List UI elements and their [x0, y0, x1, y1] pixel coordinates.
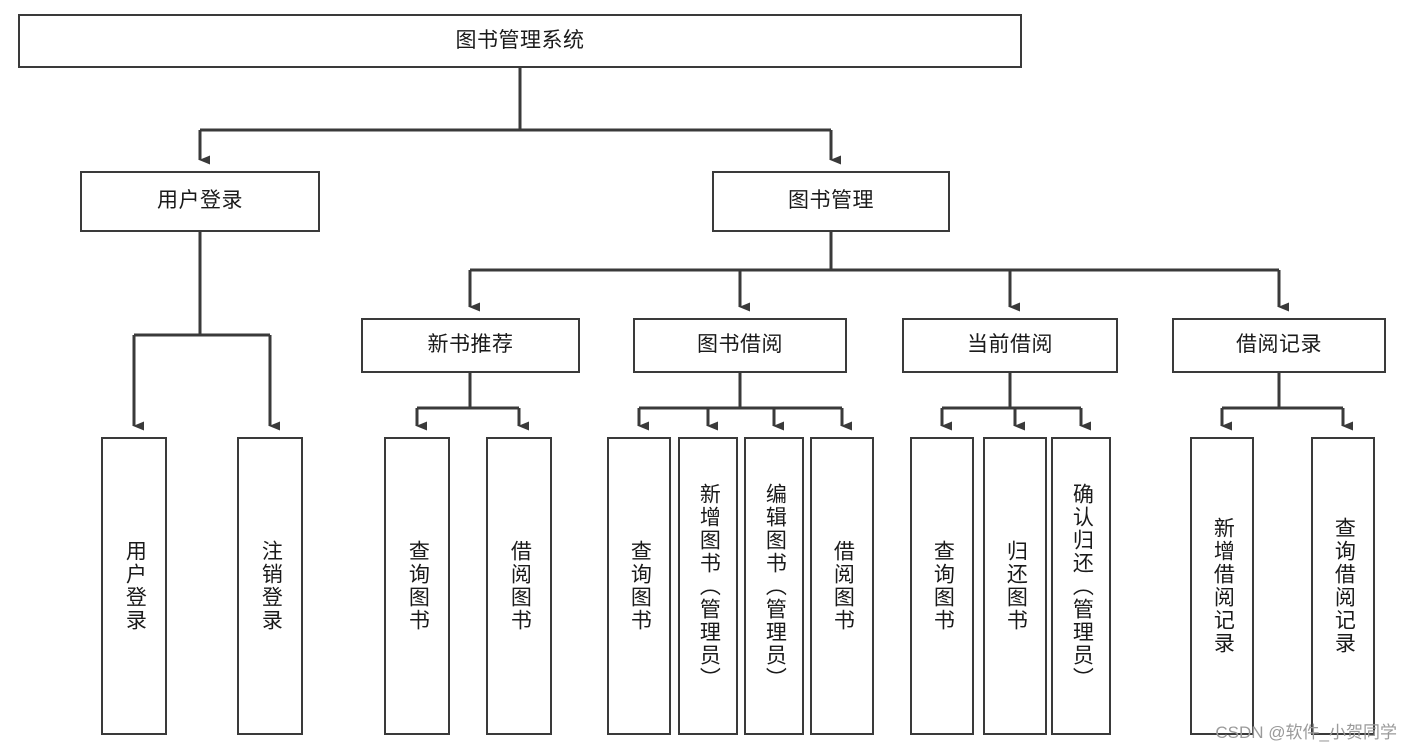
node-label: 当前借阅 [967, 333, 1053, 357]
leaf-node-0[interactable]: 用户登录 [101, 437, 167, 735]
node-label: 借阅图书 [831, 540, 855, 632]
leaf-node-6[interactable]: 编辑图书（管理员） [744, 437, 804, 735]
node-label: 查询图书 [628, 540, 652, 632]
node-label: 借阅记录 [1236, 333, 1322, 357]
node-label: 图书管理 [788, 189, 874, 213]
leaf-node-5[interactable]: 新增图书（管理员） [678, 437, 738, 735]
csdn-watermark: CSDN @软件_小贺同学 [1215, 723, 1397, 742]
leaf-node-7[interactable]: 借阅图书 [810, 437, 874, 735]
leaf-node-9[interactable]: 归还图书 [983, 437, 1047, 735]
level2-node-0[interactable]: 用户登录 [80, 171, 320, 232]
root-node-0[interactable]: 图书管理系统 [18, 14, 1022, 68]
level3-node-3[interactable]: 借阅记录 [1172, 318, 1386, 373]
leaf-node-2[interactable]: 查询图书 [384, 437, 450, 735]
leaf-node-11[interactable]: 新增借阅记录 [1190, 437, 1254, 735]
node-label: 新增图书（管理员） [697, 482, 721, 690]
leaf-node-10[interactable]: 确认归还（管理员） [1051, 437, 1111, 735]
node-label: 图书借阅 [697, 333, 783, 357]
node-label: 查询借阅记录 [1332, 517, 1356, 655]
node-label: 用户登录 [123, 540, 147, 632]
leaf-node-4[interactable]: 查询图书 [607, 437, 671, 735]
node-label: 查询图书 [931, 540, 955, 632]
node-label: 归还图书 [1004, 540, 1028, 632]
node-label: 查询图书 [406, 540, 430, 632]
node-label: 确认归还（管理员） [1070, 482, 1094, 690]
node-label: 注销登录 [259, 540, 283, 632]
node-label: 用户登录 [157, 189, 243, 213]
leaf-node-8[interactable]: 查询图书 [910, 437, 974, 735]
leaf-node-1[interactable]: 注销登录 [237, 437, 303, 735]
level3-node-2[interactable]: 当前借阅 [902, 318, 1118, 373]
node-label: 新书推荐 [427, 333, 514, 357]
level2-node-1[interactable]: 图书管理 [712, 171, 950, 232]
node-label: 借阅图书 [508, 540, 532, 632]
node-label: 新增借阅记录 [1211, 517, 1235, 655]
leaf-node-3[interactable]: 借阅图书 [486, 437, 552, 735]
level3-node-0[interactable]: 新书推荐 [361, 318, 580, 373]
level3-node-1[interactable]: 图书借阅 [633, 318, 847, 373]
leaf-node-12[interactable]: 查询借阅记录 [1311, 437, 1375, 735]
node-label: 图书管理系统 [455, 28, 585, 52]
node-label: 编辑图书（管理员） [763, 482, 787, 690]
